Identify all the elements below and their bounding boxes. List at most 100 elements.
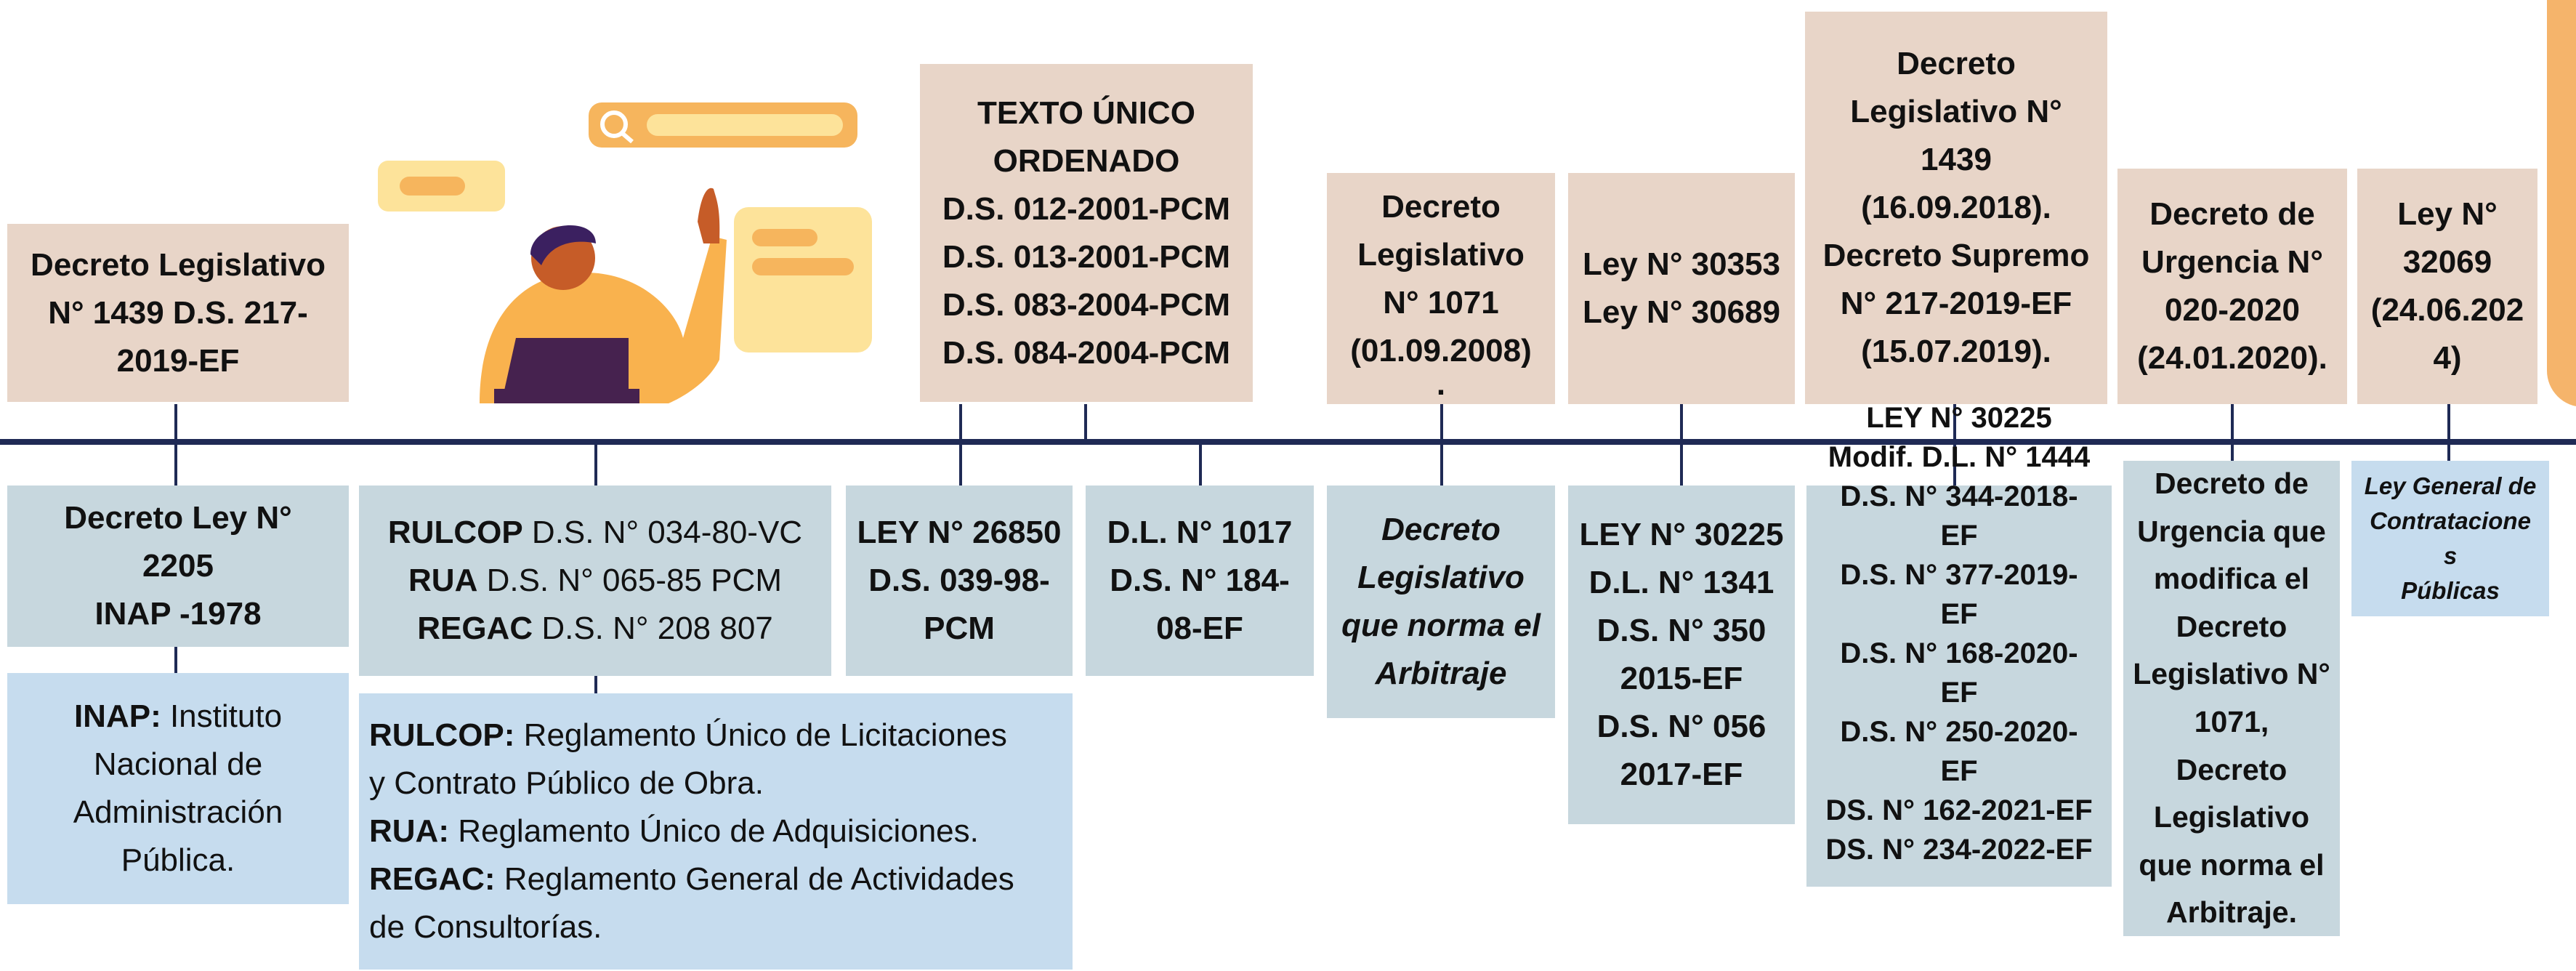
box-line: Decreto — [1381, 512, 1501, 547]
box-du-modifica-arbitraje: Decreto de Urgencia que modifica el Decr… — [2123, 461, 2340, 936]
box-decreto-legislativo-1439-2018: Decreto Legislativo N° 1439 (16.09.2018)… — [1805, 12, 2107, 404]
box-line: N° 1439 D.S. 217- — [48, 294, 308, 331]
box-line: LEY N° 26850 — [857, 515, 1062, 550]
box-line: ORDENADO — [993, 142, 1180, 179]
box-line: 020-2020 — [2165, 292, 2300, 328]
box-line: EF — [1940, 598, 1978, 630]
bold-term: RUA — [408, 563, 478, 598]
box-line: D.S. N° 184- — [1110, 563, 1290, 598]
box-line: EF — [1940, 755, 1978, 787]
bold-term: REGAC: — [369, 861, 496, 897]
box-line: Nacional de — [93, 746, 263, 782]
tick — [1084, 404, 1087, 442]
box-line: (15.07.2019). — [1861, 334, 2051, 369]
bold-term: RULCOP — [387, 515, 523, 550]
box-line: EF — [1940, 677, 1978, 709]
box-line: RULCOP D.S. N° 034-80-VC — [388, 509, 802, 557]
box-line: Decreto — [2176, 752, 2288, 786]
tick — [959, 404, 962, 486]
tick — [174, 647, 177, 673]
bold-term: INAP: — [73, 698, 161, 734]
box-line: Decreto Ley N° — [64, 500, 292, 536]
box-line: (24.06.202 — [2370, 292, 2524, 328]
box-rulcop-rua-regac: RULCOP D.S. N° 034-80-VC RUA D.S. N° 065… — [359, 486, 831, 676]
box-line: N° 1071 — [1383, 284, 1499, 321]
box-line: Pública. — [121, 842, 235, 878]
tick — [594, 445, 597, 487]
box-line: D.S. N° 250-2020- — [1840, 716, 2078, 748]
box-line: Contratacione — [2370, 507, 2531, 535]
box-line: Públicas — [2401, 576, 2500, 604]
box-line: DS. N° 234-2022-EF — [1825, 834, 2093, 866]
box-line: REGAC D.S. N° 208 807 — [417, 605, 773, 653]
box-line: Decreto Supremo — [1822, 238, 2090, 273]
term-text: de Consultorías. — [369, 909, 602, 945]
box-ley-30225: LEY N° 30225 D.L. N° 1341 D.S. N° 350 20… — [1568, 486, 1795, 824]
box-line: Modif. D.L. N° 1444 — [1828, 441, 2091, 473]
box-line: que norma el — [1341, 608, 1541, 643]
box-line: Legislativo — [1357, 560, 1525, 595]
box-line: Legislativo N° — [1850, 94, 2062, 129]
box-line: TEXTO ÚNICO — [977, 94, 1195, 131]
box-line: 2205 — [142, 548, 214, 584]
box-line: D.L. N° 1341 — [1588, 565, 1774, 600]
box-inap-definition: INAP: Instituto Nacional de Administraci… — [7, 673, 349, 904]
box-line: Decreto de — [2155, 467, 2309, 501]
tick — [594, 676, 597, 695]
box-line: LEY N° 30225 — [1866, 402, 2052, 434]
tick — [1953, 404, 1956, 486]
box-texto-unico-ordenado: TEXTO ÚNICO ORDENADO D.S. 012-2001-PCM D… — [920, 64, 1253, 402]
box-line: LEY N° 30225 — [1579, 517, 1784, 552]
term-text: Reglamento General de Actividades — [495, 861, 1014, 897]
box-line: Ley N° — [2397, 196, 2498, 232]
box-line: Decreto — [1897, 46, 2016, 81]
tick — [1440, 404, 1443, 486]
box-line: D.S. 084-2004-PCM — [942, 334, 1231, 371]
tick — [1680, 404, 1683, 486]
tick — [174, 404, 177, 491]
box-line: Urgencia N° — [2141, 244, 2323, 280]
box-line: Administración — [73, 794, 283, 830]
tick — [1199, 445, 1202, 487]
box-decreto-ley-2205: Decreto Ley N° 2205 INAP -1978 — [7, 486, 349, 647]
box-line: D.S. N° 168-2020- — [1840, 637, 2078, 669]
box-line: 1439 — [1921, 142, 1992, 177]
term-text: Reglamento Único de Licitaciones — [514, 717, 1007, 753]
timeline-axis — [0, 439, 2576, 445]
tick — [2231, 404, 2234, 486]
bold-term: REGAC — [417, 611, 533, 646]
box-line: Legislativo — [1357, 236, 1525, 273]
box-ley-26850: LEY N° 26850 D.S. 039-98- PCM — [846, 486, 1073, 676]
decorative-edge — [2547, 0, 2576, 407]
box-line: RUA D.S. N° 065-85 PCM — [408, 557, 782, 605]
box-line: de Consultorías. — [369, 903, 602, 951]
box-line: PCM — [924, 611, 995, 646]
box-decreto-legislativo-1071: Decreto Legislativo N° 1071 (01.09.2008)… — [1327, 173, 1555, 404]
box-line: 08-EF — [1156, 611, 1243, 646]
illustration-icon — [378, 102, 872, 403]
box-line: Arbitraje. — [2166, 895, 2297, 930]
box-line: D.S. 013-2001-PCM — [942, 238, 1231, 275]
box-line: EF — [1940, 520, 1978, 552]
box-line: Legislativo — [2153, 800, 2310, 834]
box-line: (16.09.2018). — [1861, 190, 2051, 225]
box-line: y Contrato Público de Obra. — [369, 760, 764, 807]
box-dl-1017: D.L. N° 1017 D.S. N° 184- 08-EF — [1086, 486, 1314, 676]
box-decreto-arbitraje: Decreto Legislativo que norma el Arbitra… — [1327, 486, 1555, 718]
box-line: D.S. N° 056 — [1596, 709, 1767, 744]
box-line: D.S. 012-2001-PCM — [942, 190, 1231, 227]
box-line: REGAC: Reglamento General de Actividades — [369, 855, 1014, 903]
box-line: D.S. N° 377-2019- — [1840, 559, 2078, 591]
box-line: D.S. N° 344-2018- — [1840, 480, 2078, 512]
term-text: Reglamento Único de Adquisiciones. — [448, 813, 979, 849]
box-line: Decreto — [2176, 609, 2288, 643]
box-line: (01.09.2008) — [1350, 332, 1532, 368]
box-line: RUA: Reglamento Único de Adquisiciones. — [369, 807, 979, 855]
box-line: D.S. 039-98- — [868, 563, 1050, 598]
box-ley-30225-modifications — [1806, 486, 2112, 887]
box-line: . — [1436, 366, 1446, 402]
box-line: 2015-EF — [1620, 661, 1743, 696]
box-line: Ley N° 30353 — [1583, 246, 1780, 282]
box-line: 2017-EF — [1620, 757, 1743, 792]
box-line: Decreto — [1381, 188, 1501, 225]
